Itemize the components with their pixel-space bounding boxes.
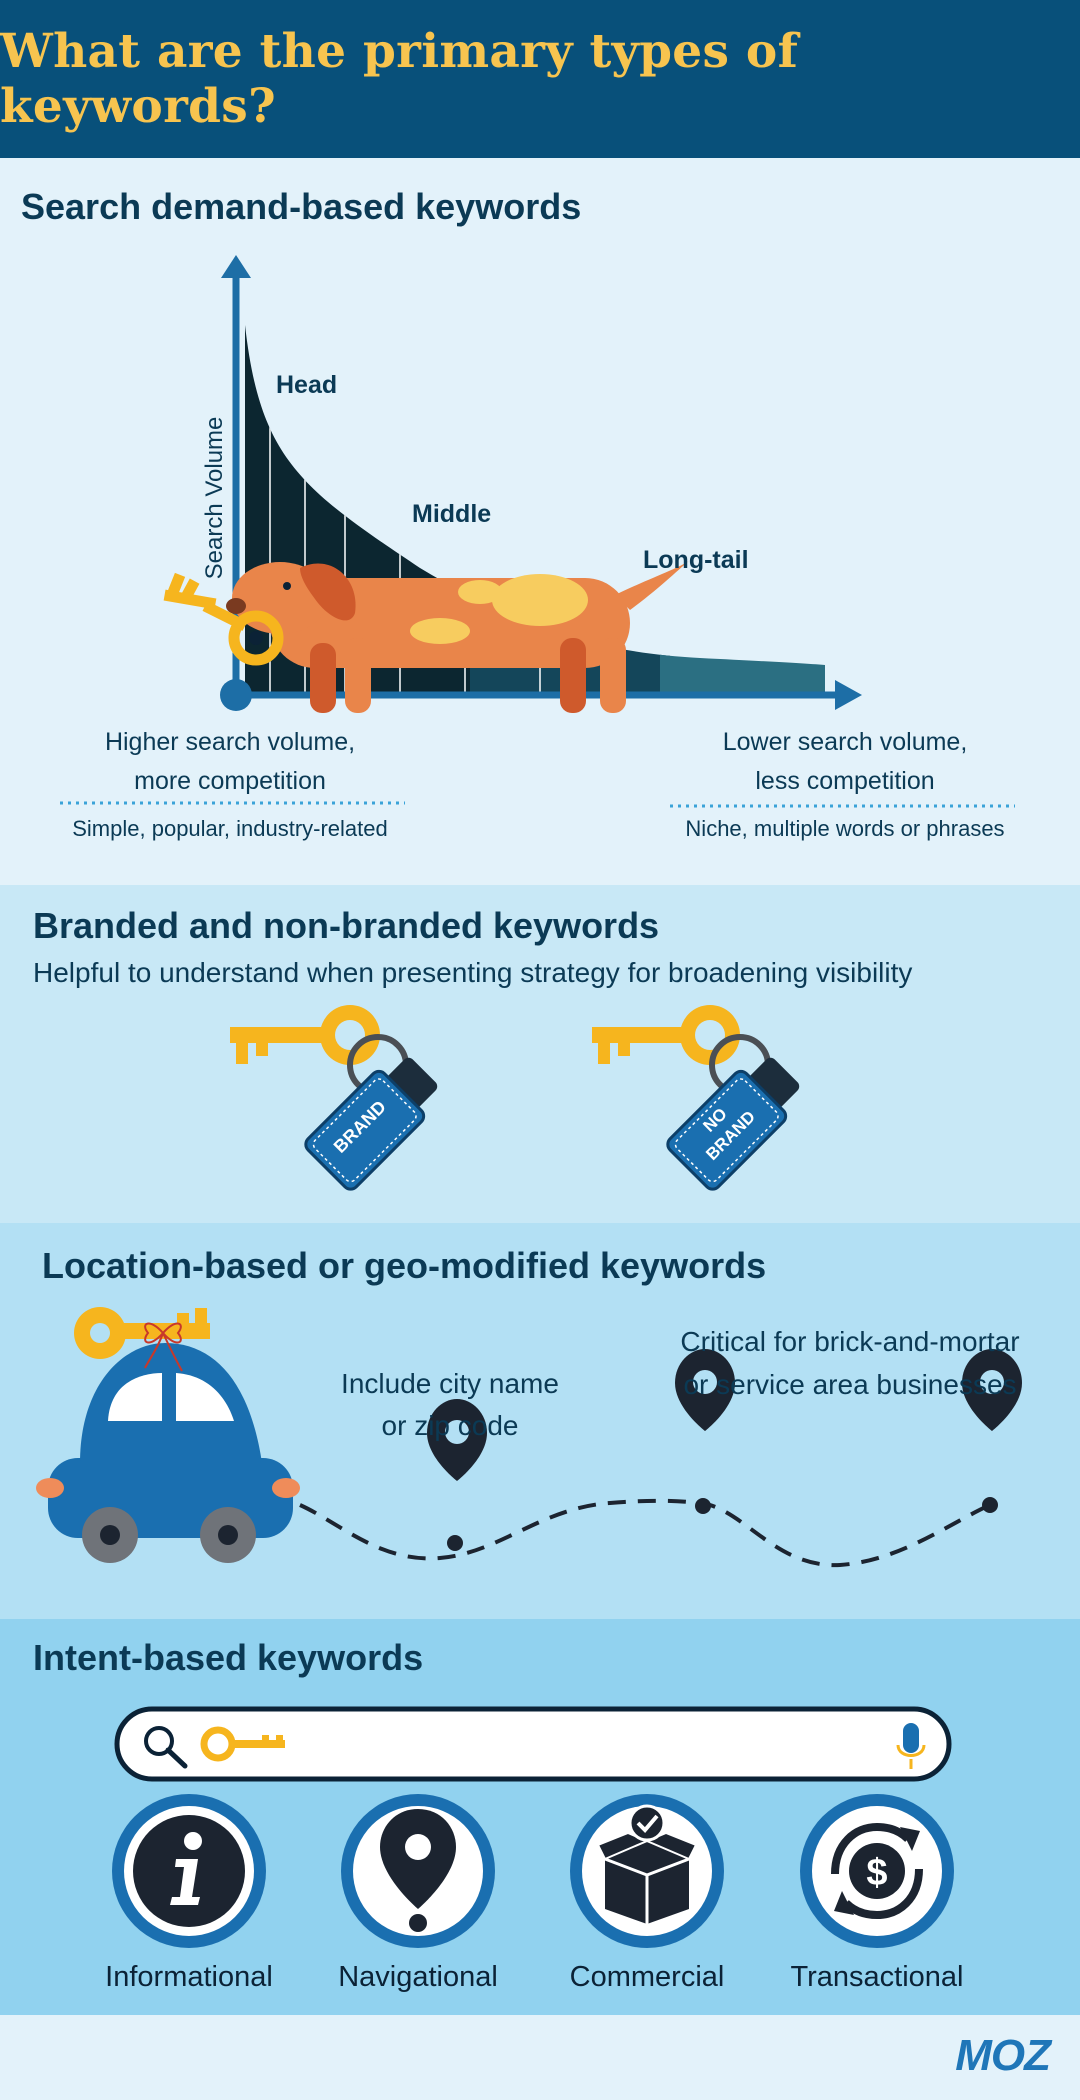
map-pin-icon bbox=[675, 1349, 735, 1514]
brand-key-icon bbox=[230, 1005, 409, 1096]
intent-label-commercial: Commercial bbox=[569, 1961, 725, 1993]
right-caption-line: Lower search volume, bbox=[722, 728, 968, 756]
section-location: Location-based or geo-modified keywords bbox=[0, 1223, 1080, 1619]
curve-label-long-tail: Long-tail bbox=[643, 546, 749, 574]
brand-tag: BRAND bbox=[304, 1057, 438, 1191]
right-caption: Lower search volume, less competition bbox=[660, 723, 1030, 801]
section-title: Search demand-based keywords bbox=[21, 186, 582, 227]
section-intent: Intent-based keywords bbox=[0, 1619, 1080, 2015]
intent-label-transactional: Transactional bbox=[790, 1961, 964, 1993]
keychains-illustration: BRAND NO BRAND bbox=[230, 1005, 800, 1191]
y-axis-label: Search Volume bbox=[201, 417, 228, 580]
key-icon bbox=[200, 1726, 285, 1762]
section-subtitle: Helpful to understand when presenting st… bbox=[33, 957, 913, 988]
search-bar bbox=[114, 1706, 952, 1782]
dog-illustration bbox=[226, 560, 690, 713]
transactional-icon: $ bbox=[800, 1794, 954, 1948]
axis-origin bbox=[220, 679, 252, 711]
section-title: Intent-based keywords bbox=[33, 1637, 424, 1678]
curve-label-middle: Middle bbox=[412, 500, 491, 528]
section-title: Location-based or geo-modified keywords bbox=[42, 1245, 767, 1286]
intent-illustration: $ bbox=[112, 1706, 954, 1948]
x-axis-arrow bbox=[835, 680, 862, 710]
note-line: Include city name bbox=[341, 1368, 559, 1399]
note-line: or service area businesses bbox=[683, 1369, 1017, 1400]
search-demand-chart: Search Volume Head Middle Long-tail bbox=[60, 255, 1015, 808]
map-pin-icon bbox=[962, 1349, 1022, 1513]
moz-logo: MOZ bbox=[955, 2031, 1051, 2080]
note-brick-mortar: Critical for brick-and-mortar or service… bbox=[640, 1320, 1060, 1406]
no-brand-key-icon bbox=[592, 1005, 771, 1096]
note-line: or zip code bbox=[381, 1410, 519, 1441]
section-branded: Branded and non-branded keywords Helpful… bbox=[0, 885, 1080, 1223]
footer bbox=[0, 2015, 1080, 2100]
intent-label-navigational: Navigational bbox=[338, 1961, 498, 1993]
page-title: What are the primary types of keywords? bbox=[0, 24, 799, 134]
map-pin-icon bbox=[427, 1399, 487, 1551]
left-note: Simple, popular, industry-related bbox=[72, 816, 388, 841]
key-icon bbox=[163, 572, 284, 666]
right-note: Niche, multiple words or phrases bbox=[685, 816, 1005, 841]
section-search-demand: Search demand-based keywords bbox=[0, 158, 1080, 885]
y-axis-arrow bbox=[221, 255, 251, 278]
intent-label-informational: Informational bbox=[105, 1961, 273, 1993]
microphone-icon bbox=[896, 1723, 926, 1769]
section-title: Branded and non-branded keywords bbox=[33, 905, 660, 946]
informational-icon bbox=[112, 1794, 266, 1948]
note-line: Critical for brick-and-mortar bbox=[680, 1326, 1020, 1357]
commercial-icon bbox=[570, 1794, 724, 1948]
left-caption-line: more competition bbox=[134, 767, 326, 795]
navigational-icon bbox=[341, 1794, 495, 1948]
left-caption: Higher search volume, more competition bbox=[45, 723, 415, 801]
header-banner: What are the primary types of keywords? bbox=[0, 0, 1080, 158]
road-trip-illustration bbox=[36, 1307, 1022, 1568]
search-icon bbox=[144, 1726, 188, 1769]
no-brand-tag: NO BRAND bbox=[666, 1057, 800, 1191]
note-city-zip: Include city name or zip code bbox=[300, 1363, 600, 1447]
car-key-icon bbox=[74, 1307, 210, 1372]
dashed-road bbox=[299, 1498, 991, 1568]
right-caption-line: less competition bbox=[755, 767, 935, 795]
curve-label-head: Head bbox=[276, 371, 337, 399]
car-icon bbox=[36, 1343, 300, 1563]
left-caption-line: Higher search volume, bbox=[104, 728, 356, 756]
svg-text:$: $ bbox=[866, 1852, 887, 1894]
